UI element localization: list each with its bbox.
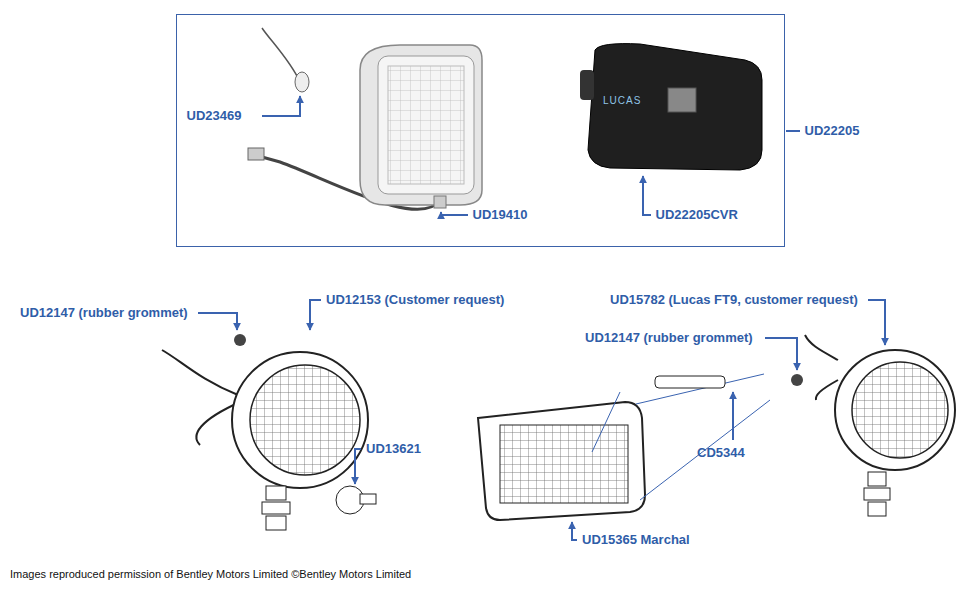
- part-label: UD12147 (rubber grommet): [20, 305, 188, 321]
- part-number: UD22205: [805, 123, 860, 139]
- part-label: UD15365 Marchal: [582, 532, 690, 548]
- parts-frame: UD23469UD19410UD22205CVRUD22205: [176, 14, 785, 247]
- part-label: UD13621: [366, 441, 421, 457]
- part-number: UD23469: [187, 108, 242, 124]
- part-label: UD15782 (Lucas FT9, customer request): [610, 292, 858, 308]
- brand-mark: LUCAS: [603, 93, 641, 109]
- part-label: UD12147 (rubber grommet): [585, 330, 753, 346]
- part-label: UD12153 (Customer request): [326, 292, 504, 308]
- part-number: UD19410: [473, 207, 528, 223]
- part-number: UD22205CVR: [656, 207, 738, 223]
- part-label: CD5344: [697, 445, 745, 461]
- copyright-note: Images reproduced permission of Bentley …: [10, 566, 411, 582]
